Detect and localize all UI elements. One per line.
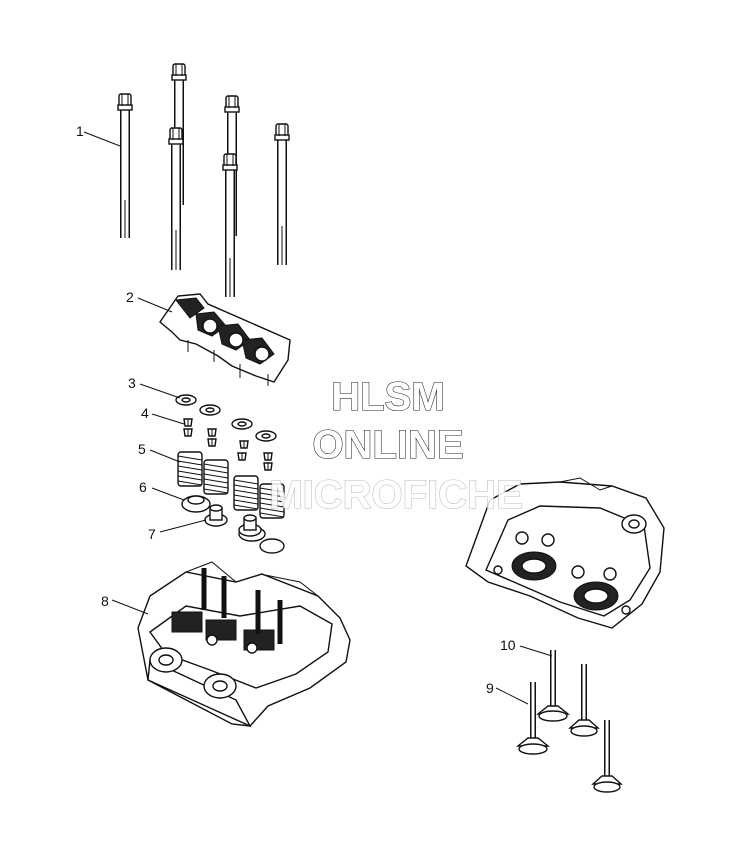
callout-7: 7 bbox=[148, 526, 156, 542]
bolt-1e bbox=[222, 153, 238, 297]
bolt-1f bbox=[274, 123, 290, 265]
callout-2: 2 bbox=[126, 289, 134, 305]
bolt-1c bbox=[168, 127, 184, 270]
valve-9b bbox=[591, 720, 623, 793]
watermark-line-3: MICROFICHE bbox=[269, 473, 522, 517]
valve-9a bbox=[516, 682, 550, 755]
leader-lines bbox=[83, 131, 553, 705]
head-bolts bbox=[117, 63, 290, 297]
callout-5: 5 bbox=[138, 441, 146, 457]
callout-10: 10 bbox=[500, 637, 516, 653]
callout-4: 4 bbox=[141, 405, 149, 421]
cylinder-head-top bbox=[137, 561, 351, 728]
callout-9: 9 bbox=[486, 680, 494, 696]
callout-6: 6 bbox=[139, 479, 147, 495]
rocker-arm-assembly bbox=[159, 293, 291, 386]
watermark-line-2: ONLINE bbox=[312, 423, 463, 467]
cylinder-head-bottom bbox=[465, 477, 665, 629]
bolt-1a bbox=[117, 93, 133, 238]
valve-10b bbox=[568, 664, 600, 737]
valve-10a bbox=[536, 650, 570, 722]
watermark-line-1: HLSM bbox=[331, 375, 444, 419]
callout-1: 1 bbox=[76, 123, 84, 139]
callout-8: 8 bbox=[101, 593, 109, 609]
valves bbox=[516, 650, 623, 793]
watermark: HLSM ONLINE MICROFICHE bbox=[269, 374, 523, 517]
callout-3: 3 bbox=[128, 375, 136, 391]
callout-labels: 1 2 3 4 5 6 7 8 9 10 bbox=[76, 123, 516, 696]
